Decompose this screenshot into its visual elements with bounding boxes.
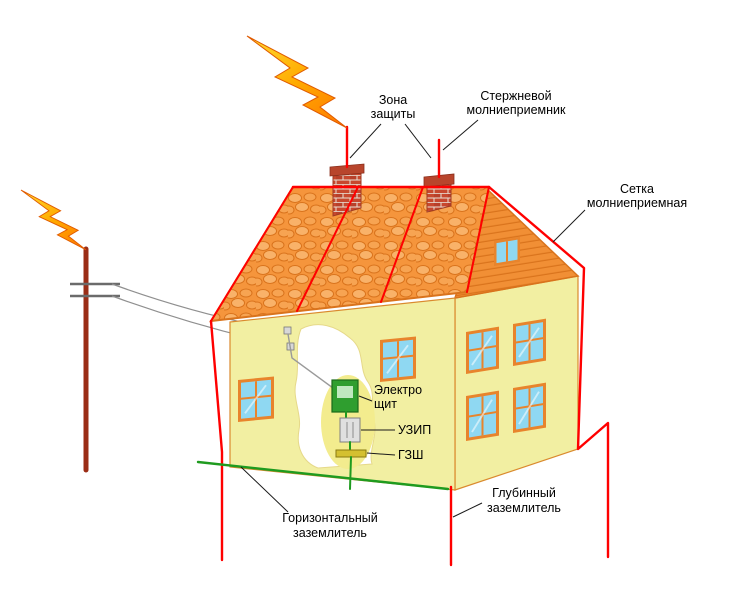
label-rod-terminal-line2: молниеприемник [466,103,566,117]
label-horizontal-electrode-line1: Горизонтальный [282,511,377,525]
chimney-left-cap [329,163,365,177]
pointer-electric-panel [358,395,373,402]
service-cable [287,333,334,389]
chimney-right-cap [423,173,455,188]
label-electric-panel-line1: Электро [374,383,422,397]
window-right-upper-rear [513,318,546,366]
label-deep-electrode-line2: заземлитель [487,501,561,515]
pointer-deep-electrode [452,502,483,518]
chimney-right [423,173,455,213]
label-deep-electrode-line1: Глубинный [492,486,556,500]
pointer-horizontal-electrode [240,466,289,513]
pointer-protection-zone-right [404,123,432,159]
horizontal-ground-conductor [196,460,450,491]
window-gable [494,236,520,266]
down-conductor-left [209,319,224,562]
window-right-lower-rear [513,382,546,433]
window-right-lower-front [466,390,499,441]
wall-insulator-top [283,326,292,335]
mesh-line-1 [210,186,294,322]
utility-pole-group [70,246,291,473]
mesh-line-2 [296,186,359,312]
pointer-protection-zone-left [349,123,382,159]
label-protection-zone-line1: Зона [379,93,407,107]
label-rod-terminal-line1: Стержневой [480,89,551,103]
electric-panel-door [337,386,353,398]
label-electric-panel-line2: щит [374,397,397,411]
label-mesh-terminal-line2: молниеприемная [587,196,687,210]
ground-bus-bar [335,449,367,458]
roof-mesh-conductor [209,185,610,562]
window-front-left [238,376,274,422]
window-front-right [380,336,416,382]
wall-cutaway [283,324,376,490]
window-right-upper-front [466,326,499,374]
label-protection-zone-line2: защиты [371,107,416,121]
mesh-line-3 [380,186,424,303]
label-surge-protector: УЗИП [398,423,431,437]
down-conductor-right [487,185,610,559]
chimney-left [329,163,365,217]
label-mesh-terminal-line1: Сетка [620,182,654,196]
label-horizontal-electrode-line2: заземлитель [293,526,367,540]
labels: Зона защиты Стержневой молниеприемник Се… [240,89,687,540]
pointer-ground-bus [366,452,396,456]
mesh-line-4 [466,186,490,293]
pointer-mesh-terminal [552,209,586,243]
surge-protector-box [339,417,361,443]
pointer-rod-terminal [442,119,479,151]
label-ground-bus: ГЗШ [398,448,424,462]
bus-to-ground-wire [349,456,352,490]
